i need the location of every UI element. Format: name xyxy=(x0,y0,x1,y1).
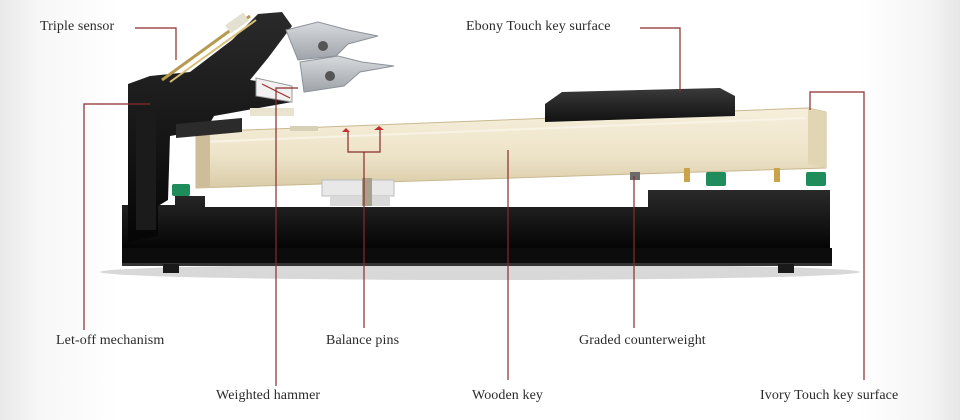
label-wooden-key: Wooden key xyxy=(472,388,544,403)
label-ivory-touch: Ivory Touch key surface xyxy=(760,388,899,403)
ebony-key-surface xyxy=(545,88,735,122)
label-balance-pins: Balance pins xyxy=(326,333,400,348)
label-triple-sensor: Triple sensor xyxy=(40,19,115,34)
wooden-key xyxy=(195,107,827,189)
leader-let-off xyxy=(83,103,150,330)
weighted-hammer xyxy=(250,21,395,131)
base-frame xyxy=(122,190,832,273)
balance-rail xyxy=(321,178,395,206)
label-weighted-hammer: Weighted hammer xyxy=(216,388,321,403)
triple-sensor xyxy=(161,12,257,83)
leader-triple-sensor xyxy=(135,27,177,60)
leader-ivory-touch xyxy=(809,91,865,380)
leader-weighted-hammer xyxy=(275,87,298,386)
action-housing xyxy=(128,12,292,242)
felt-pads xyxy=(172,168,826,196)
balance-pins-marker xyxy=(342,126,384,132)
base-shadow xyxy=(100,264,860,280)
leader-lines xyxy=(83,27,865,386)
label-ebony-touch: Ebony Touch key surface xyxy=(466,19,611,34)
label-graded-counterweight: Graded counterweight xyxy=(579,333,706,348)
label-let-off: Let-off mechanism xyxy=(56,333,165,348)
leader-ebony-touch xyxy=(640,27,681,92)
